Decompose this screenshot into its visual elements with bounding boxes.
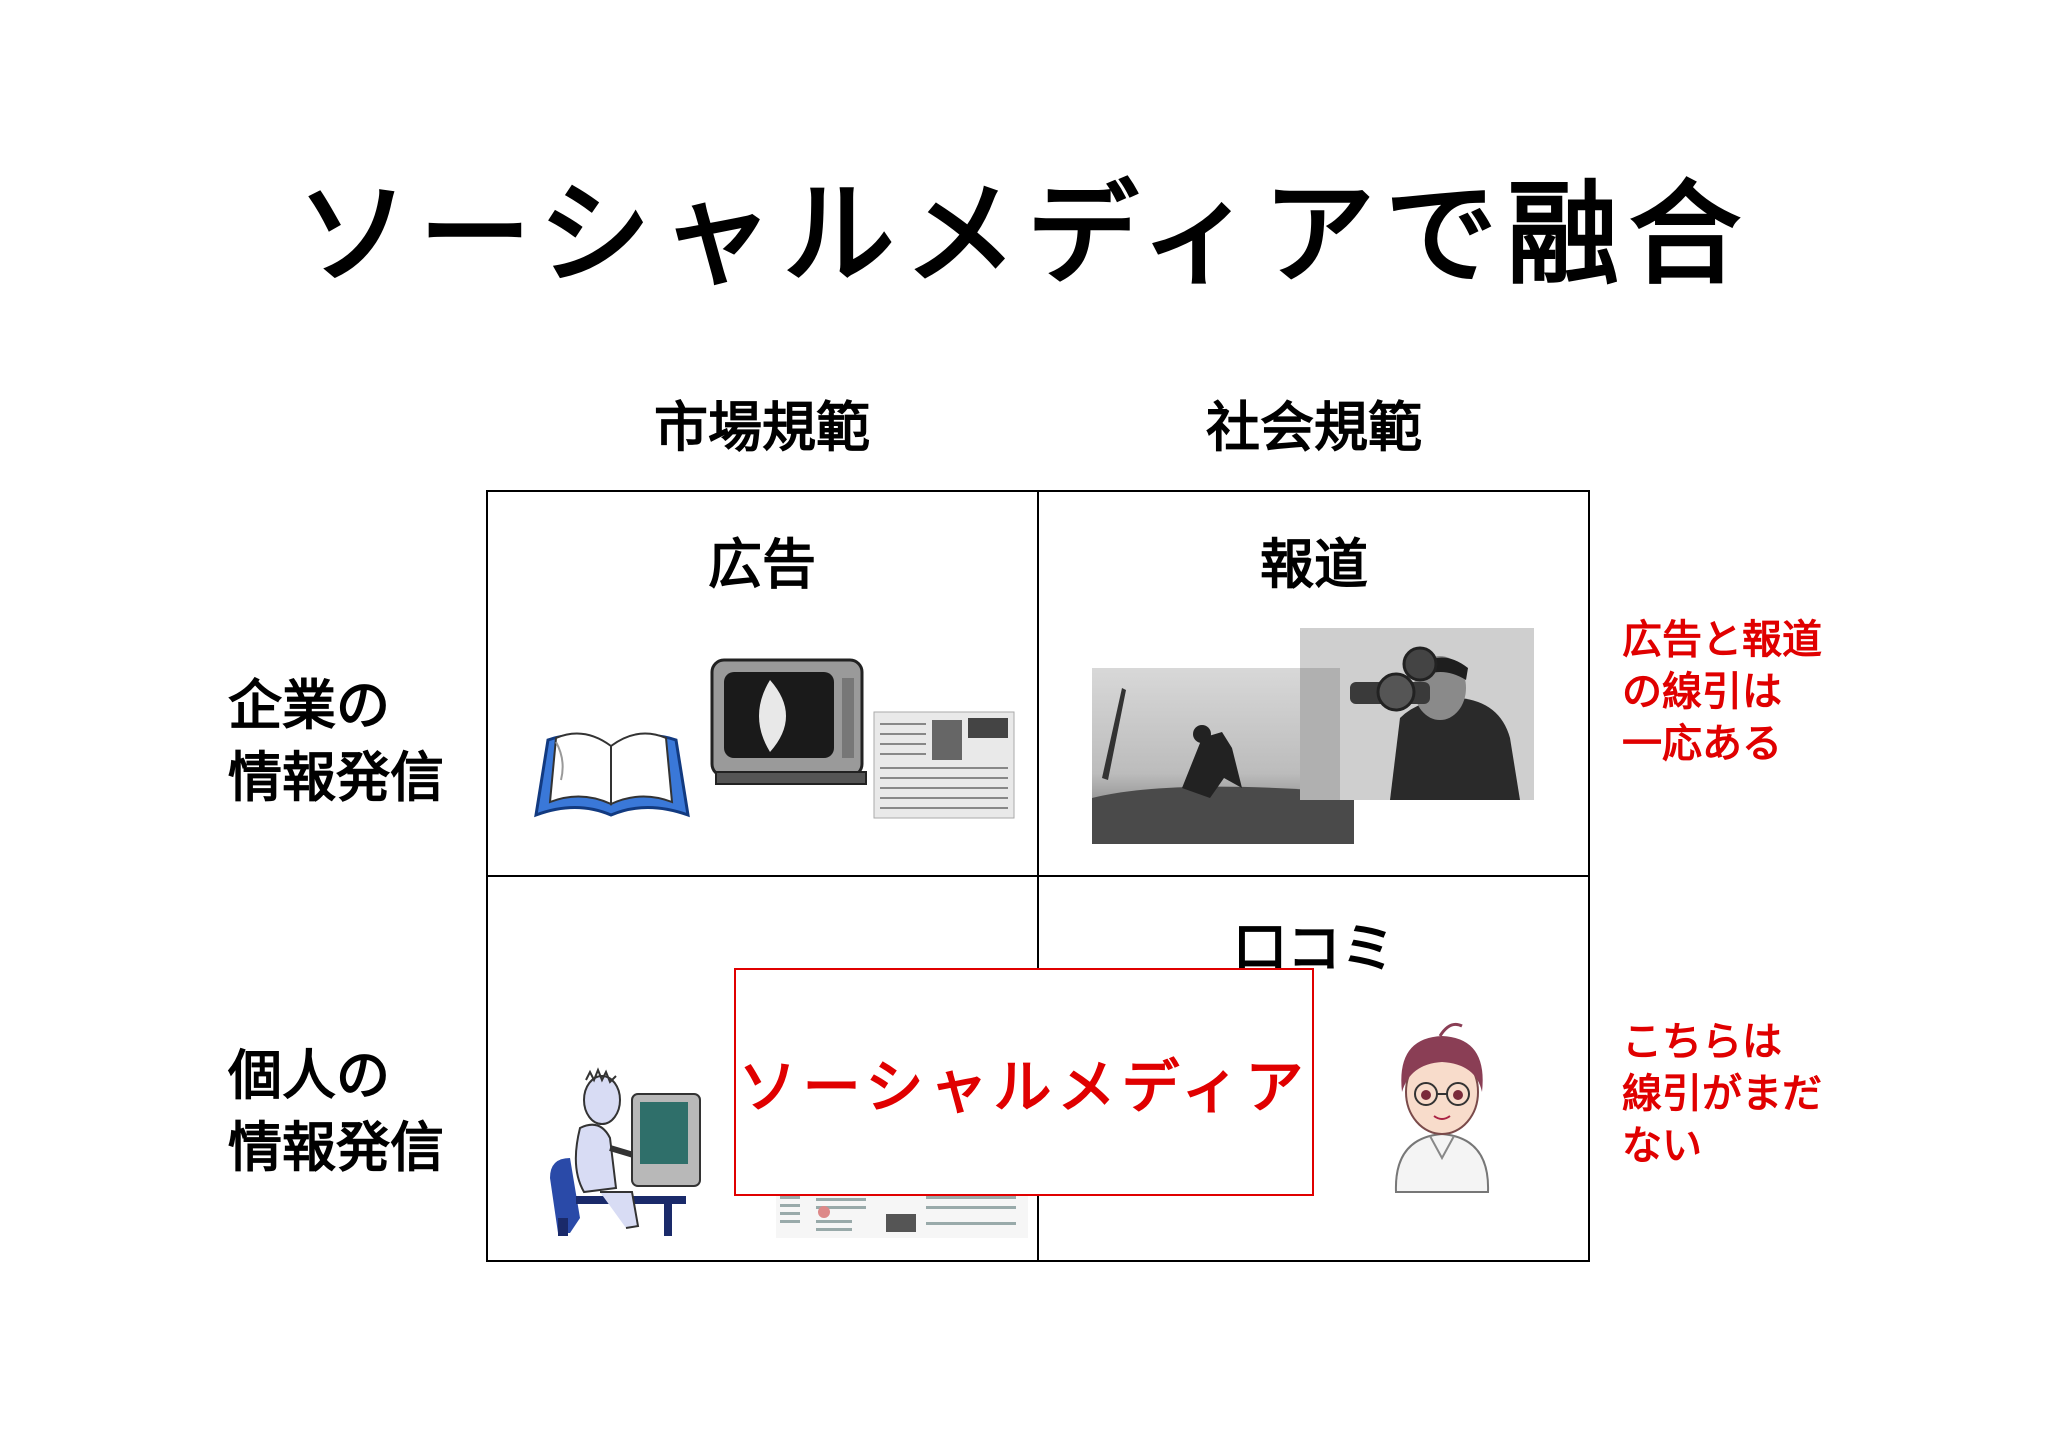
social-media-overlay-box: ソーシャルメディア — [734, 968, 1314, 1196]
note-no-line-yet: こちらは 線引がまだ ない — [1622, 1019, 1822, 1169]
page-title: ソーシャルメディアで融合 — [297, 170, 1751, 300]
row-header-individual: 個人の 情報発信 — [228, 1044, 444, 1179]
column-header-market-norms: 市場規範 — [654, 396, 870, 459]
note-line-exists: 広告と報道 の線引は 一応ある — [1622, 617, 1822, 767]
computer-user-icon — [550, 1067, 701, 1236]
web-page-screenshot-icon — [776, 1192, 1028, 1238]
anime-girl-icon — [1394, 1022, 1490, 1193]
newspaper-icon — [873, 711, 1015, 819]
social-media-label: ソーシャルメディア — [738, 1053, 1310, 1121]
crt-television-icon — [710, 658, 867, 785]
open-book-icon — [534, 732, 690, 818]
grid-divider-horizontal — [486, 875, 1590, 877]
cameraman-photo-icon — [1300, 628, 1534, 800]
cell-label-advertising: 広告 — [708, 533, 816, 596]
column-header-social-norms: 社会規範 — [1206, 396, 1422, 459]
cell-label-news: 報道 — [1260, 533, 1368, 596]
row-header-corporate: 企業の 情報発信 — [228, 674, 444, 809]
